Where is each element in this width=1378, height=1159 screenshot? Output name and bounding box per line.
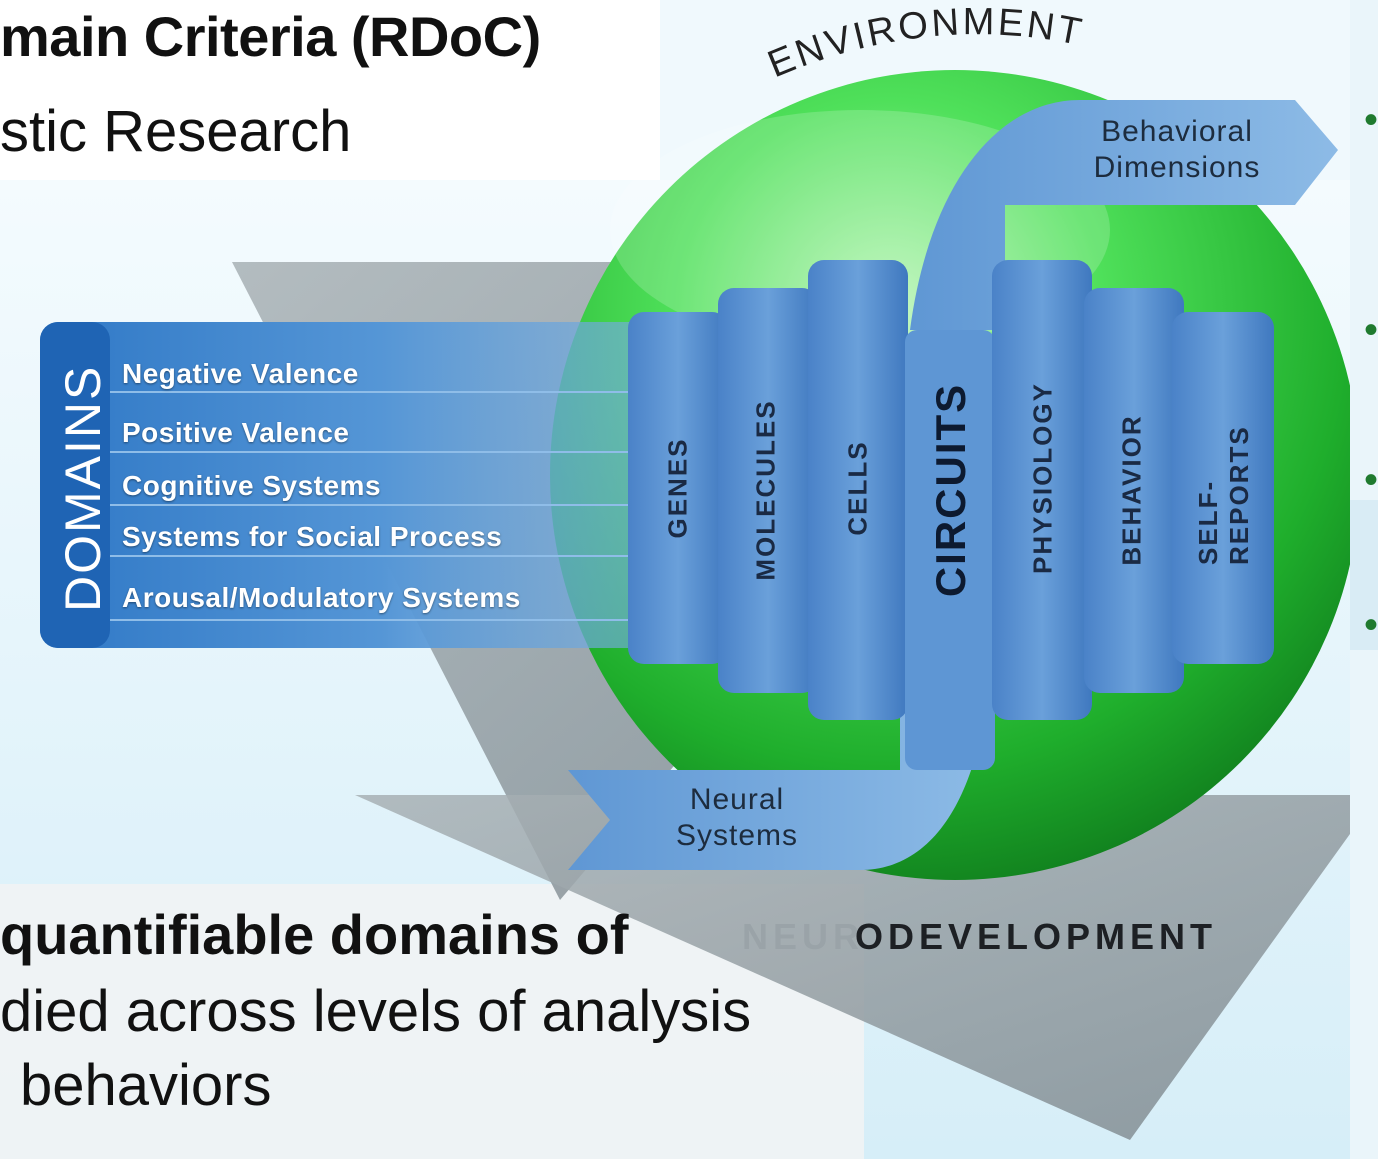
level-behavior: BEHAVIOR [1116, 414, 1147, 566]
domain-item-positive-valence: Positive Valence [122, 417, 350, 448]
body-line-3: behaviors [20, 1053, 272, 1118]
body-line-2: died across levels of analysis [0, 979, 752, 1044]
neurodevelopment-label-dark: ODEVELOPMENT [855, 916, 1218, 957]
domain-item-cognitive-systems: Cognitive Systems [122, 470, 382, 501]
bullet-marker: • [1364, 98, 1378, 142]
level-genes: GENES [662, 437, 693, 539]
domains-header: DOMAINS [55, 364, 111, 612]
level-molecules: MOLECULES [750, 399, 781, 581]
domain-item-negative-valence: Negative Valence [122, 358, 359, 389]
level-circuits: CIRCUITS [927, 382, 974, 598]
domain-item-social-processes: Systems for Social Process [122, 521, 503, 552]
bullet-marker: • [1364, 458, 1378, 502]
slide-subtitle: stic Research [0, 99, 352, 164]
behavioral-dimensions-line-2: Dimensions [1093, 151, 1261, 184]
neurodevelopment-label-grey: NEUR [742, 916, 865, 957]
neural-systems-label: Neural Systems [652, 782, 822, 854]
bullet-marker: • [1364, 603, 1378, 647]
environment-label: ENVIRONMENT [762, 1, 1088, 86]
body-line-1: quantifiable domains of [0, 903, 629, 966]
bullet-marker: • [1364, 308, 1378, 352]
level-cells: CELLS [842, 440, 873, 536]
level-self-reports: SELF-REPORTS [1193, 425, 1254, 565]
behavioral-dimensions-label: Behavioral Dimensions [1072, 114, 1282, 186]
neural-systems-line-2: Systems [675, 819, 799, 852]
neural-systems-line-1: Neural [689, 783, 785, 816]
slide-title: main Criteria (RDoC) [0, 5, 541, 68]
behavioral-dimensions-line-1: Behavioral [1101, 115, 1253, 148]
level-physiology: PHYSIOLOGY [1027, 382, 1058, 574]
svg-text:ENVIRONMENT: ENVIRONMENT [762, 1, 1088, 86]
domain-item-arousal-modulatory: Arousal/Modulatory Systems [122, 582, 521, 613]
